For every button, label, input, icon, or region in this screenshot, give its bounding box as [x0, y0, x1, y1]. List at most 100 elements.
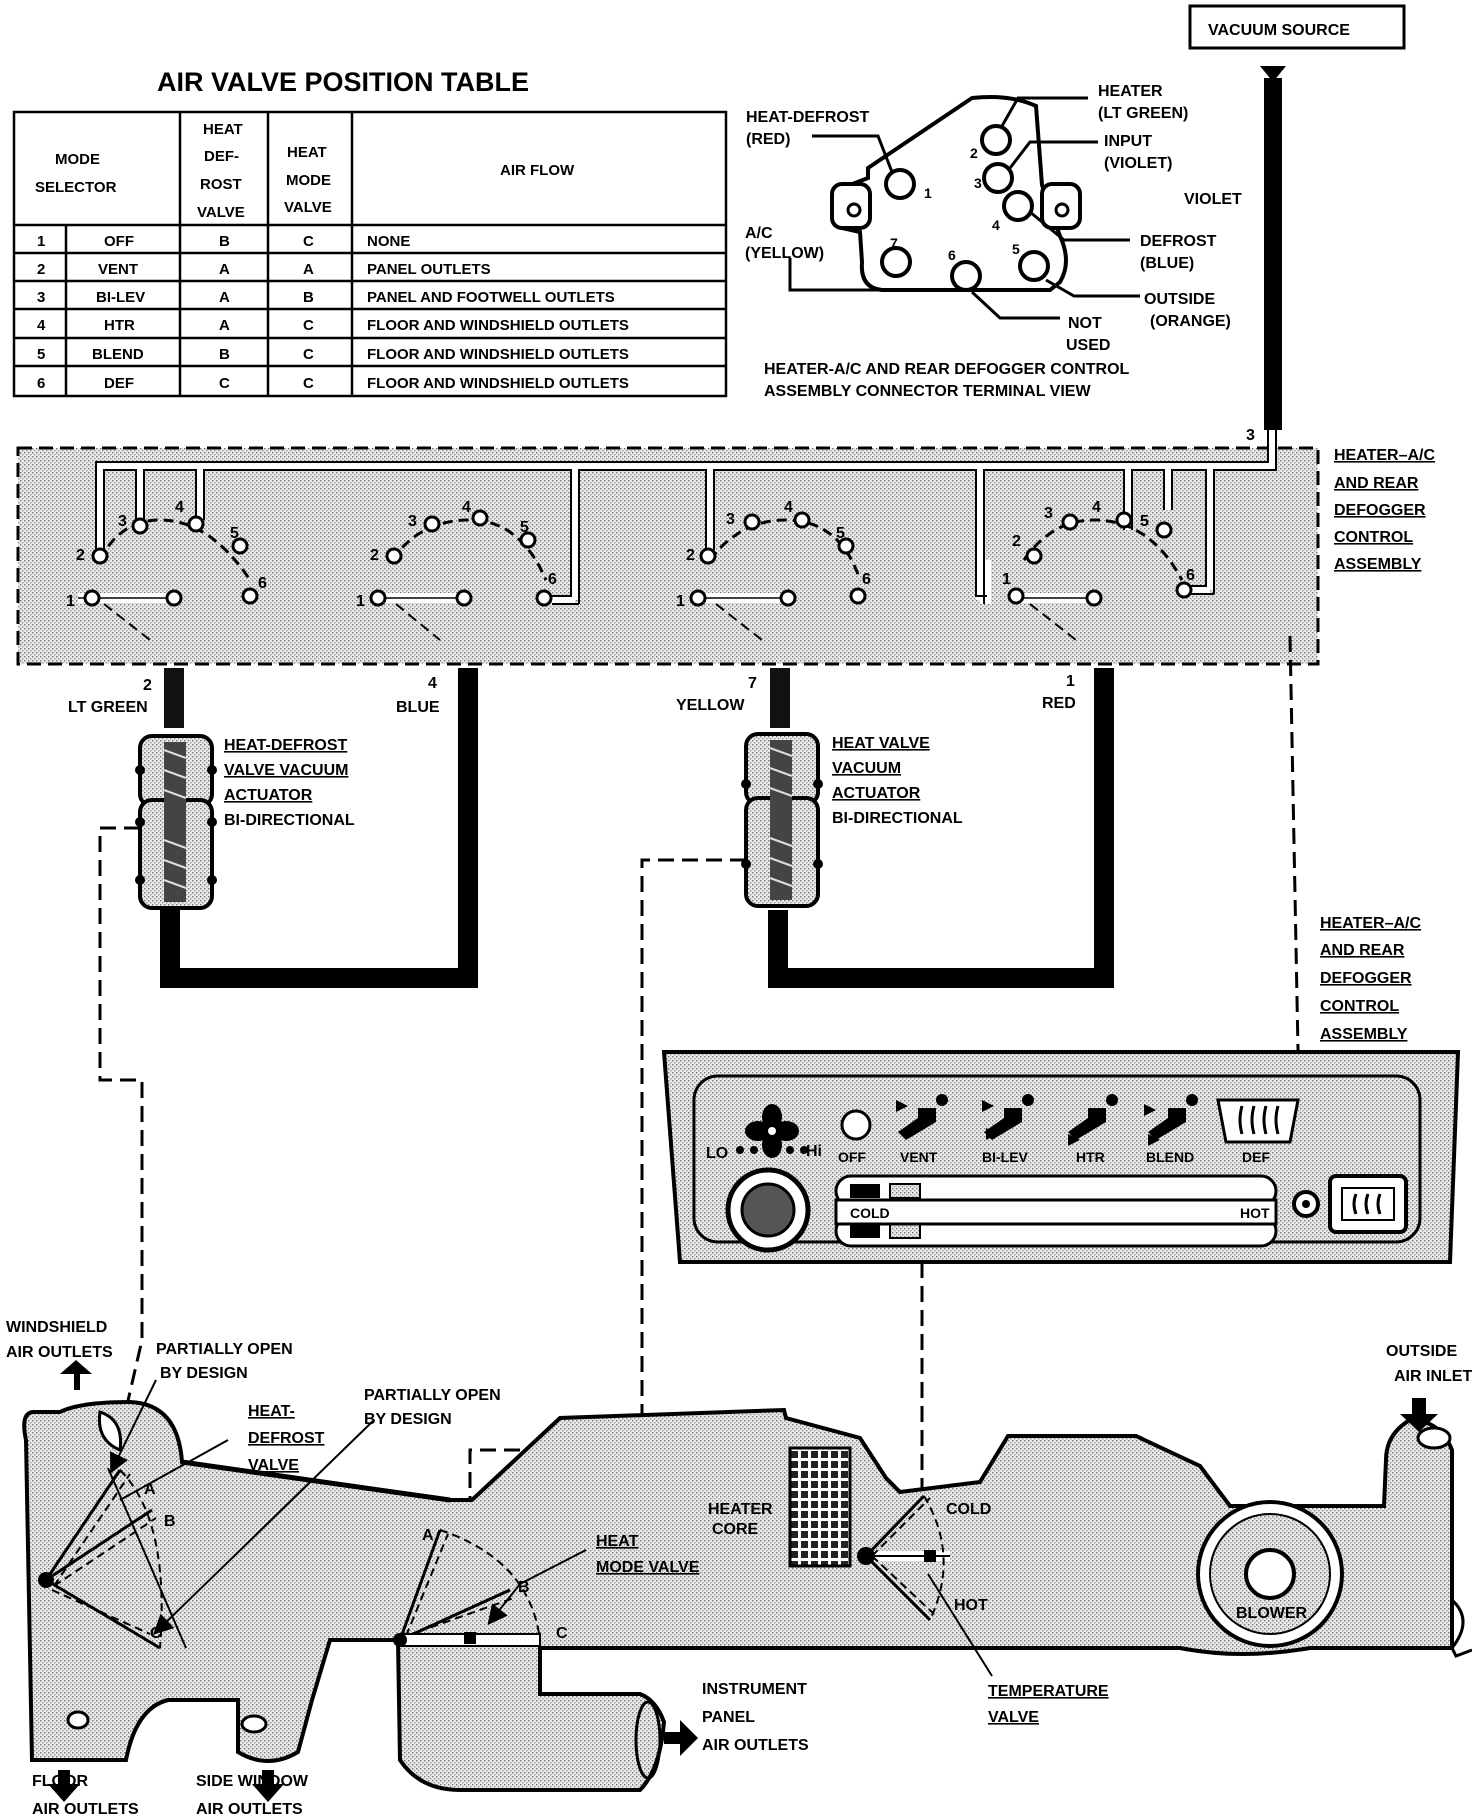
hose-red: RED: [1042, 695, 1076, 712]
svg-text:VALVE VACUUM: VALVE VACUUM: [224, 762, 348, 779]
blend-icon: [1144, 1094, 1198, 1146]
heat-defrost-valve-label: HEAT-: [248, 1403, 295, 1420]
heat-defrost-actuator-label: HEAT-DEFROST VALVE VACUUM ACTUATOR BI-DI…: [224, 737, 355, 829]
selector-group-4: 1 2 3 4 5 6: [1002, 499, 1195, 641]
row-5-def: B: [219, 346, 230, 363]
pin-label-3: 3: [974, 175, 982, 191]
outside-air-label: OUTSIDE: [1386, 1343, 1457, 1360]
conn-violet: VIOLET: [1184, 191, 1242, 208]
pin-label-5: 5: [1012, 241, 1020, 257]
svg-text:AIR OUTLETS: AIR OUTLETS: [32, 1801, 139, 1818]
selector-group-2: 1 2 3 4 5 6: [356, 499, 557, 641]
svg-text:BY DESIGN: BY DESIGN: [364, 1411, 452, 1428]
bi-lev-icon: [982, 1094, 1034, 1140]
row-4-heat: C: [303, 317, 314, 334]
conn-caption-1: HEATER-A/C AND REAR DEFOGGER CONTROL: [764, 361, 1130, 378]
hose-blue: BLUE: [396, 699, 440, 716]
hose-num-1: 1: [1066, 673, 1075, 690]
panel-mode-off: OFF: [838, 1149, 866, 1165]
svg-text:PANEL: PANEL: [702, 1709, 755, 1726]
svg-text:6: 6: [548, 571, 557, 588]
svg-text:CONTROL: CONTROL: [1334, 529, 1413, 546]
hose-num-4: 4: [428, 675, 437, 692]
svg-text:1: 1: [66, 593, 75, 610]
floor-label: FLOOR: [32, 1773, 88, 1790]
svg-text:ASSEMBLY: ASSEMBLY: [1334, 556, 1422, 573]
pin-5: [1018, 250, 1050, 282]
svg-text:AIR OUTLETS: AIR OUTLETS: [6, 1344, 113, 1361]
svg-text:ACTUATOR: ACTUATOR: [224, 787, 313, 804]
svg-text:VALVE: VALVE: [248, 1457, 299, 1474]
row-3-mode: BI-LEV: [96, 289, 145, 306]
svg-text:ASSEMBLY: ASSEMBLY: [1320, 1026, 1408, 1043]
svg-text:1: 1: [676, 593, 685, 610]
svg-text:AIR OUTLETS: AIR OUTLETS: [702, 1737, 809, 1754]
svg-text:HEATER–A/C: HEATER–A/C: [1320, 915, 1421, 932]
svg-text:4: 4: [175, 499, 184, 516]
hose-num-2: 2: [143, 677, 152, 694]
vent-icon: [896, 1094, 948, 1140]
heat-pos-c: C: [556, 1625, 568, 1642]
row-5-flow: FLOOR AND WINDSHIELD OUTLETS: [367, 346, 629, 363]
temperature-valve-label: TEMPERATURE: [988, 1683, 1109, 1700]
svg-text:ACTUATOR: ACTUATOR: [832, 785, 921, 802]
header-heat-1: HEAT: [287, 144, 327, 161]
svg-text:2: 2: [1012, 533, 1021, 550]
conn-not-used: NOT: [1068, 315, 1102, 332]
panel-cold: COLD: [850, 1205, 890, 1221]
svg-text:2: 2: [370, 547, 379, 564]
panel-mode-blend: BLEND: [1146, 1149, 1194, 1165]
pin-2: [980, 124, 1012, 156]
row-5-mode: BLEND: [92, 346, 144, 363]
svg-text:DEFOGGER: DEFOGGER: [1320, 970, 1412, 987]
row-4-flow: FLOOR AND WINDSHIELD OUTLETS: [367, 317, 629, 334]
vacuum-hoses: [160, 668, 1114, 988]
row-1-num: 1: [37, 233, 45, 250]
htr-icon: [1068, 1094, 1118, 1146]
header-def-3: ROST: [200, 176, 242, 193]
header-selector: SELECTOR: [35, 179, 117, 196]
conn-caption-2: ASSEMBLY CONNECTOR TERMINAL VIEW: [764, 383, 1091, 400]
header-air-flow: AIR FLOW: [500, 162, 575, 179]
row-2-mode: VENT: [98, 261, 138, 278]
header-def-4: VALVE: [197, 204, 245, 221]
pin-label-6: 6: [948, 247, 956, 263]
row-4-mode: HTR: [104, 317, 135, 334]
row-3-def: A: [219, 289, 230, 306]
heat-valve-actuator: [741, 732, 823, 908]
outside-air-arrow: [1400, 1398, 1438, 1432]
pin-4: [1002, 190, 1034, 222]
air-duct: [22, 1399, 1472, 1792]
svg-text:4: 4: [784, 499, 793, 516]
windshield-arrow: [60, 1360, 92, 1390]
row-6-num: 6: [37, 375, 45, 392]
svg-text:2: 2: [686, 547, 695, 564]
svg-text:VALVE: VALVE: [988, 1709, 1039, 1726]
vacuum-source-arrow: [1260, 66, 1286, 82]
vacuum-source-box: [1188, 4, 1406, 50]
svg-text:5: 5: [836, 525, 845, 542]
svg-text:(ORANGE): (ORANGE): [1150, 313, 1231, 330]
control-panel: LO Hi OFF VENT BI-LEV HTR BLEND DEF COLD…: [661, 1050, 1461, 1264]
air-valve-table: [12, 110, 728, 398]
conn-outside: OUTSIDE: [1144, 291, 1215, 308]
row-1-heat: C: [303, 233, 314, 250]
row-4-num: 4: [37, 317, 46, 334]
heater-core-grid: [788, 1446, 852, 1568]
row-3-heat: B: [303, 289, 314, 306]
pin-label-4: 4: [992, 217, 1000, 233]
pin-1: [884, 168, 916, 200]
selector-group-3: 1 2 3 4 5 6: [676, 499, 871, 641]
heater-core-label: HEATER: [708, 1501, 773, 1518]
svg-text:1: 1: [356, 593, 365, 610]
partially-open-1: PARTIALLY OPEN: [156, 1341, 293, 1358]
off-icon: [840, 1109, 872, 1141]
row-1-mode: OFF: [104, 233, 134, 250]
def-icon: [1216, 1098, 1300, 1144]
defrost-pos-c: C: [150, 1625, 162, 1642]
svg-text:2: 2: [76, 547, 85, 564]
control-assembly-switch: 3 1 2 3 4 5 6: [16, 427, 1320, 666]
hose-num-7: 7: [748, 675, 757, 692]
